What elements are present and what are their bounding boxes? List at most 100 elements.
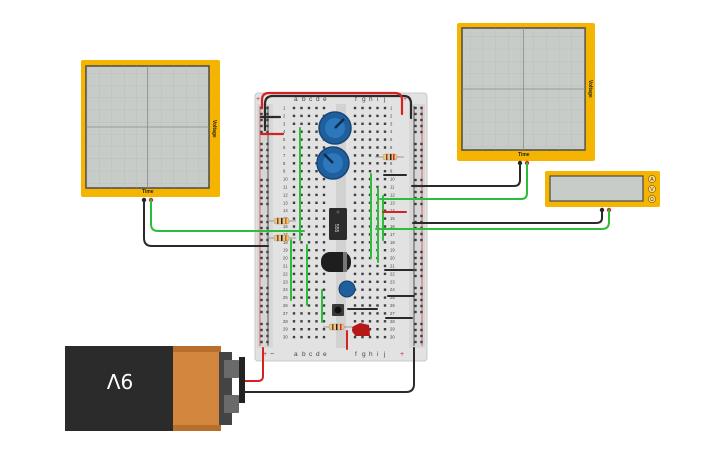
breadboard-hole[interactable] xyxy=(307,193,311,197)
breadboard-hole[interactable] xyxy=(383,328,387,331)
breadboard-hole[interactable] xyxy=(322,249,326,252)
breadboard-hole[interactable] xyxy=(315,288,318,291)
rail-hole[interactable] xyxy=(266,268,269,272)
breadboard-hole[interactable] xyxy=(292,130,296,133)
breadboard-hole[interactable] xyxy=(361,185,364,189)
rail-hole[interactable] xyxy=(260,310,263,314)
breadboard-hole[interactable] xyxy=(383,162,387,165)
rail-hole[interactable] xyxy=(266,226,269,230)
breadboard-hole[interactable] xyxy=(361,249,364,252)
breadboard-hole[interactable] xyxy=(292,138,296,141)
rail-hole[interactable] xyxy=(266,202,269,206)
breadboard-hole[interactable] xyxy=(307,280,311,283)
breadboard-hole[interactable] xyxy=(315,154,318,157)
breadboard-hole[interactable] xyxy=(292,177,296,181)
rail-hole[interactable] xyxy=(266,322,269,326)
breadboard-hole[interactable] xyxy=(307,114,311,118)
breadboard-hole[interactable] xyxy=(292,170,296,173)
breadboard-hole[interactable] xyxy=(353,272,357,276)
rail-hole[interactable] xyxy=(420,106,423,110)
rail-hole[interactable] xyxy=(266,196,269,200)
breadboard-hole[interactable] xyxy=(300,185,303,189)
rail-hole[interactable] xyxy=(260,268,263,272)
rail-hole[interactable] xyxy=(266,160,269,164)
rail-hole[interactable] xyxy=(420,148,423,152)
breadboard-hole[interactable] xyxy=(315,177,318,181)
breadboard-hole[interactable] xyxy=(353,225,357,228)
rail-hole[interactable] xyxy=(260,184,263,188)
rail-hole[interactable] xyxy=(260,148,263,152)
breadboard-hole[interactable] xyxy=(315,130,318,133)
rail-hole[interactable] xyxy=(420,340,423,344)
breadboard-hole[interactable] xyxy=(307,177,311,181)
breadboard-hole[interactable] xyxy=(368,154,372,157)
breadboard-hole[interactable] xyxy=(315,193,318,197)
breadboard-hole[interactable] xyxy=(292,320,296,323)
wire-black-left-scope[interactable] xyxy=(143,199,269,247)
rail-hole[interactable] xyxy=(420,238,423,242)
breadboard-hole[interactable] xyxy=(300,264,303,268)
breadboard-hole[interactable] xyxy=(383,106,387,110)
breadboard-hole[interactable] xyxy=(376,280,379,283)
battery-terminal-positive[interactable] xyxy=(224,360,239,378)
breadboard-hole[interactable] xyxy=(300,193,303,197)
ceramic-capacitor[interactable] xyxy=(338,280,356,298)
rail-hole[interactable] xyxy=(420,112,423,116)
breadboard-hole[interactable] xyxy=(383,170,387,173)
rail-hole[interactable] xyxy=(260,214,263,218)
breadboard-hole[interactable] xyxy=(322,272,326,276)
breadboard-hole[interactable] xyxy=(353,304,357,307)
breadboard-hole[interactable] xyxy=(307,320,311,323)
rail-hole[interactable] xyxy=(420,286,423,290)
breadboard-hole[interactable] xyxy=(307,296,311,299)
breadboard-hole[interactable] xyxy=(376,335,379,339)
rail-hole[interactable] xyxy=(414,322,417,326)
breadboard-hole[interactable] xyxy=(353,138,357,141)
rail-hole[interactable] xyxy=(420,322,423,326)
breadboard-hole[interactable] xyxy=(361,320,364,323)
rail-hole[interactable] xyxy=(260,154,263,158)
rail-hole[interactable] xyxy=(260,118,263,122)
potentiometer-2[interactable] xyxy=(316,146,350,180)
breadboard-hole[interactable] xyxy=(300,328,303,331)
rail-hole[interactable] xyxy=(420,190,423,194)
breadboard-hole[interactable] xyxy=(376,138,379,141)
wire-green-left-scope[interactable] xyxy=(150,199,305,232)
rail-hole[interactable] xyxy=(420,214,423,218)
breadboard-hole[interactable] xyxy=(307,146,311,149)
breadboard-hole[interactable] xyxy=(376,162,379,165)
multimeter[interactable]: A V Ω xyxy=(545,171,660,213)
breadboard-hole[interactable] xyxy=(307,249,311,252)
rail-hole[interactable] xyxy=(414,250,417,254)
breadboard-hole[interactable] xyxy=(315,185,318,189)
breadboard-hole[interactable] xyxy=(292,233,296,236)
breadboard-hole[interactable] xyxy=(300,241,303,244)
rail-hole[interactable] xyxy=(266,166,269,170)
breadboard-hole[interactable] xyxy=(300,335,303,339)
rail-hole[interactable] xyxy=(260,328,263,332)
breadboard-hole[interactable] xyxy=(315,114,318,118)
rail-hole[interactable] xyxy=(260,142,263,146)
breadboard-hole[interactable] xyxy=(383,320,387,323)
breadboard-hole[interactable] xyxy=(361,335,364,339)
breadboard-hole[interactable] xyxy=(307,328,311,331)
breadboard-hole[interactable] xyxy=(383,209,387,212)
rail-hole[interactable] xyxy=(266,112,269,116)
breadboard-hole[interactable] xyxy=(383,193,387,197)
breadboard-hole[interactable] xyxy=(315,201,318,204)
breadboard-hole[interactable] xyxy=(292,264,296,268)
breadboard-hole[interactable] xyxy=(383,225,387,228)
rail-hole[interactable] xyxy=(266,154,269,158)
breadboard-hole[interactable] xyxy=(315,122,318,125)
rail-hole[interactable] xyxy=(420,250,423,254)
rail-hole[interactable] xyxy=(420,166,423,170)
rail-hole[interactable] xyxy=(420,142,423,146)
breadboard-hole[interactable] xyxy=(307,138,311,141)
rail-hole[interactable] xyxy=(414,118,417,122)
rail-hole[interactable] xyxy=(266,214,269,218)
breadboard-hole[interactable] xyxy=(292,249,296,252)
breadboard-hole[interactable] xyxy=(315,256,318,260)
rail-hole[interactable] xyxy=(260,166,263,170)
breadboard-hole[interactable] xyxy=(368,114,372,118)
